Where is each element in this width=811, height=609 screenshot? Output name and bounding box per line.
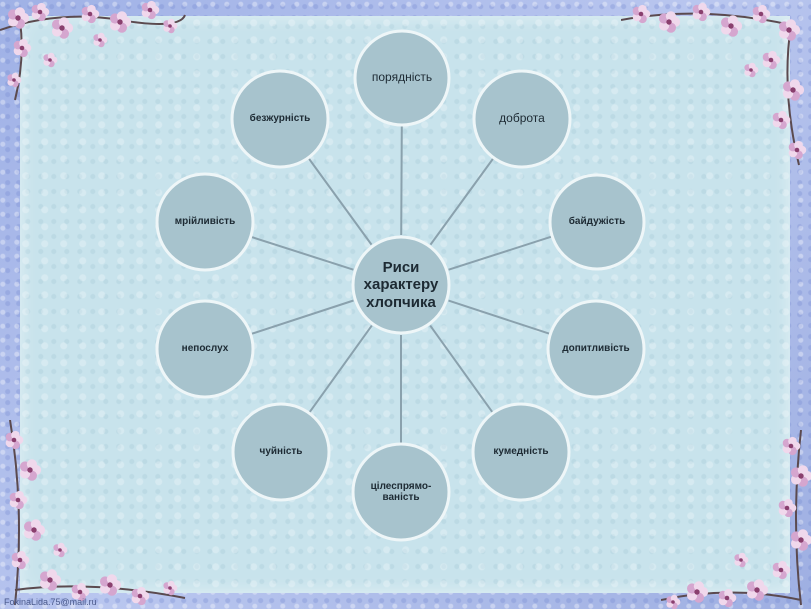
- node-baiduzhist: [548, 173, 646, 271]
- connector-kumednist: [429, 325, 494, 413]
- connector-dopytlyvist: [448, 299, 550, 335]
- connectors: [251, 125, 552, 443]
- blossom-bottom-right: [661, 430, 811, 609]
- node-tsilespriamovanist: [351, 442, 451, 542]
- node-poriadnist: [353, 29, 451, 127]
- connector-mriilyvist: [251, 236, 354, 271]
- node-dobrota: [472, 69, 572, 169]
- connector-poriadnist: [400, 125, 403, 236]
- circles: [155, 29, 646, 542]
- node-mriilyvist: [155, 172, 255, 272]
- connector-bezzhurnist: [308, 158, 373, 246]
- watermark: FokinaLida.75@mail.ru: [4, 597, 97, 607]
- connector-chuinist: [308, 325, 373, 413]
- blossom-bottom-left: [5, 420, 186, 606]
- node-kumednist: [471, 402, 571, 502]
- blossom-top-left: [0, 0, 186, 101]
- node-bezzhurnist: [230, 69, 330, 169]
- node-neposlukh: [155, 299, 255, 399]
- blossom-top-right: [621, 2, 807, 166]
- connector-baiduzhist: [448, 235, 552, 271]
- node-dopytlyvist: [546, 299, 646, 399]
- connector-dobrota: [429, 158, 494, 246]
- node-chuinist: [231, 402, 331, 502]
- connector-neposlukh: [251, 299, 354, 335]
- center-node: [351, 235, 451, 335]
